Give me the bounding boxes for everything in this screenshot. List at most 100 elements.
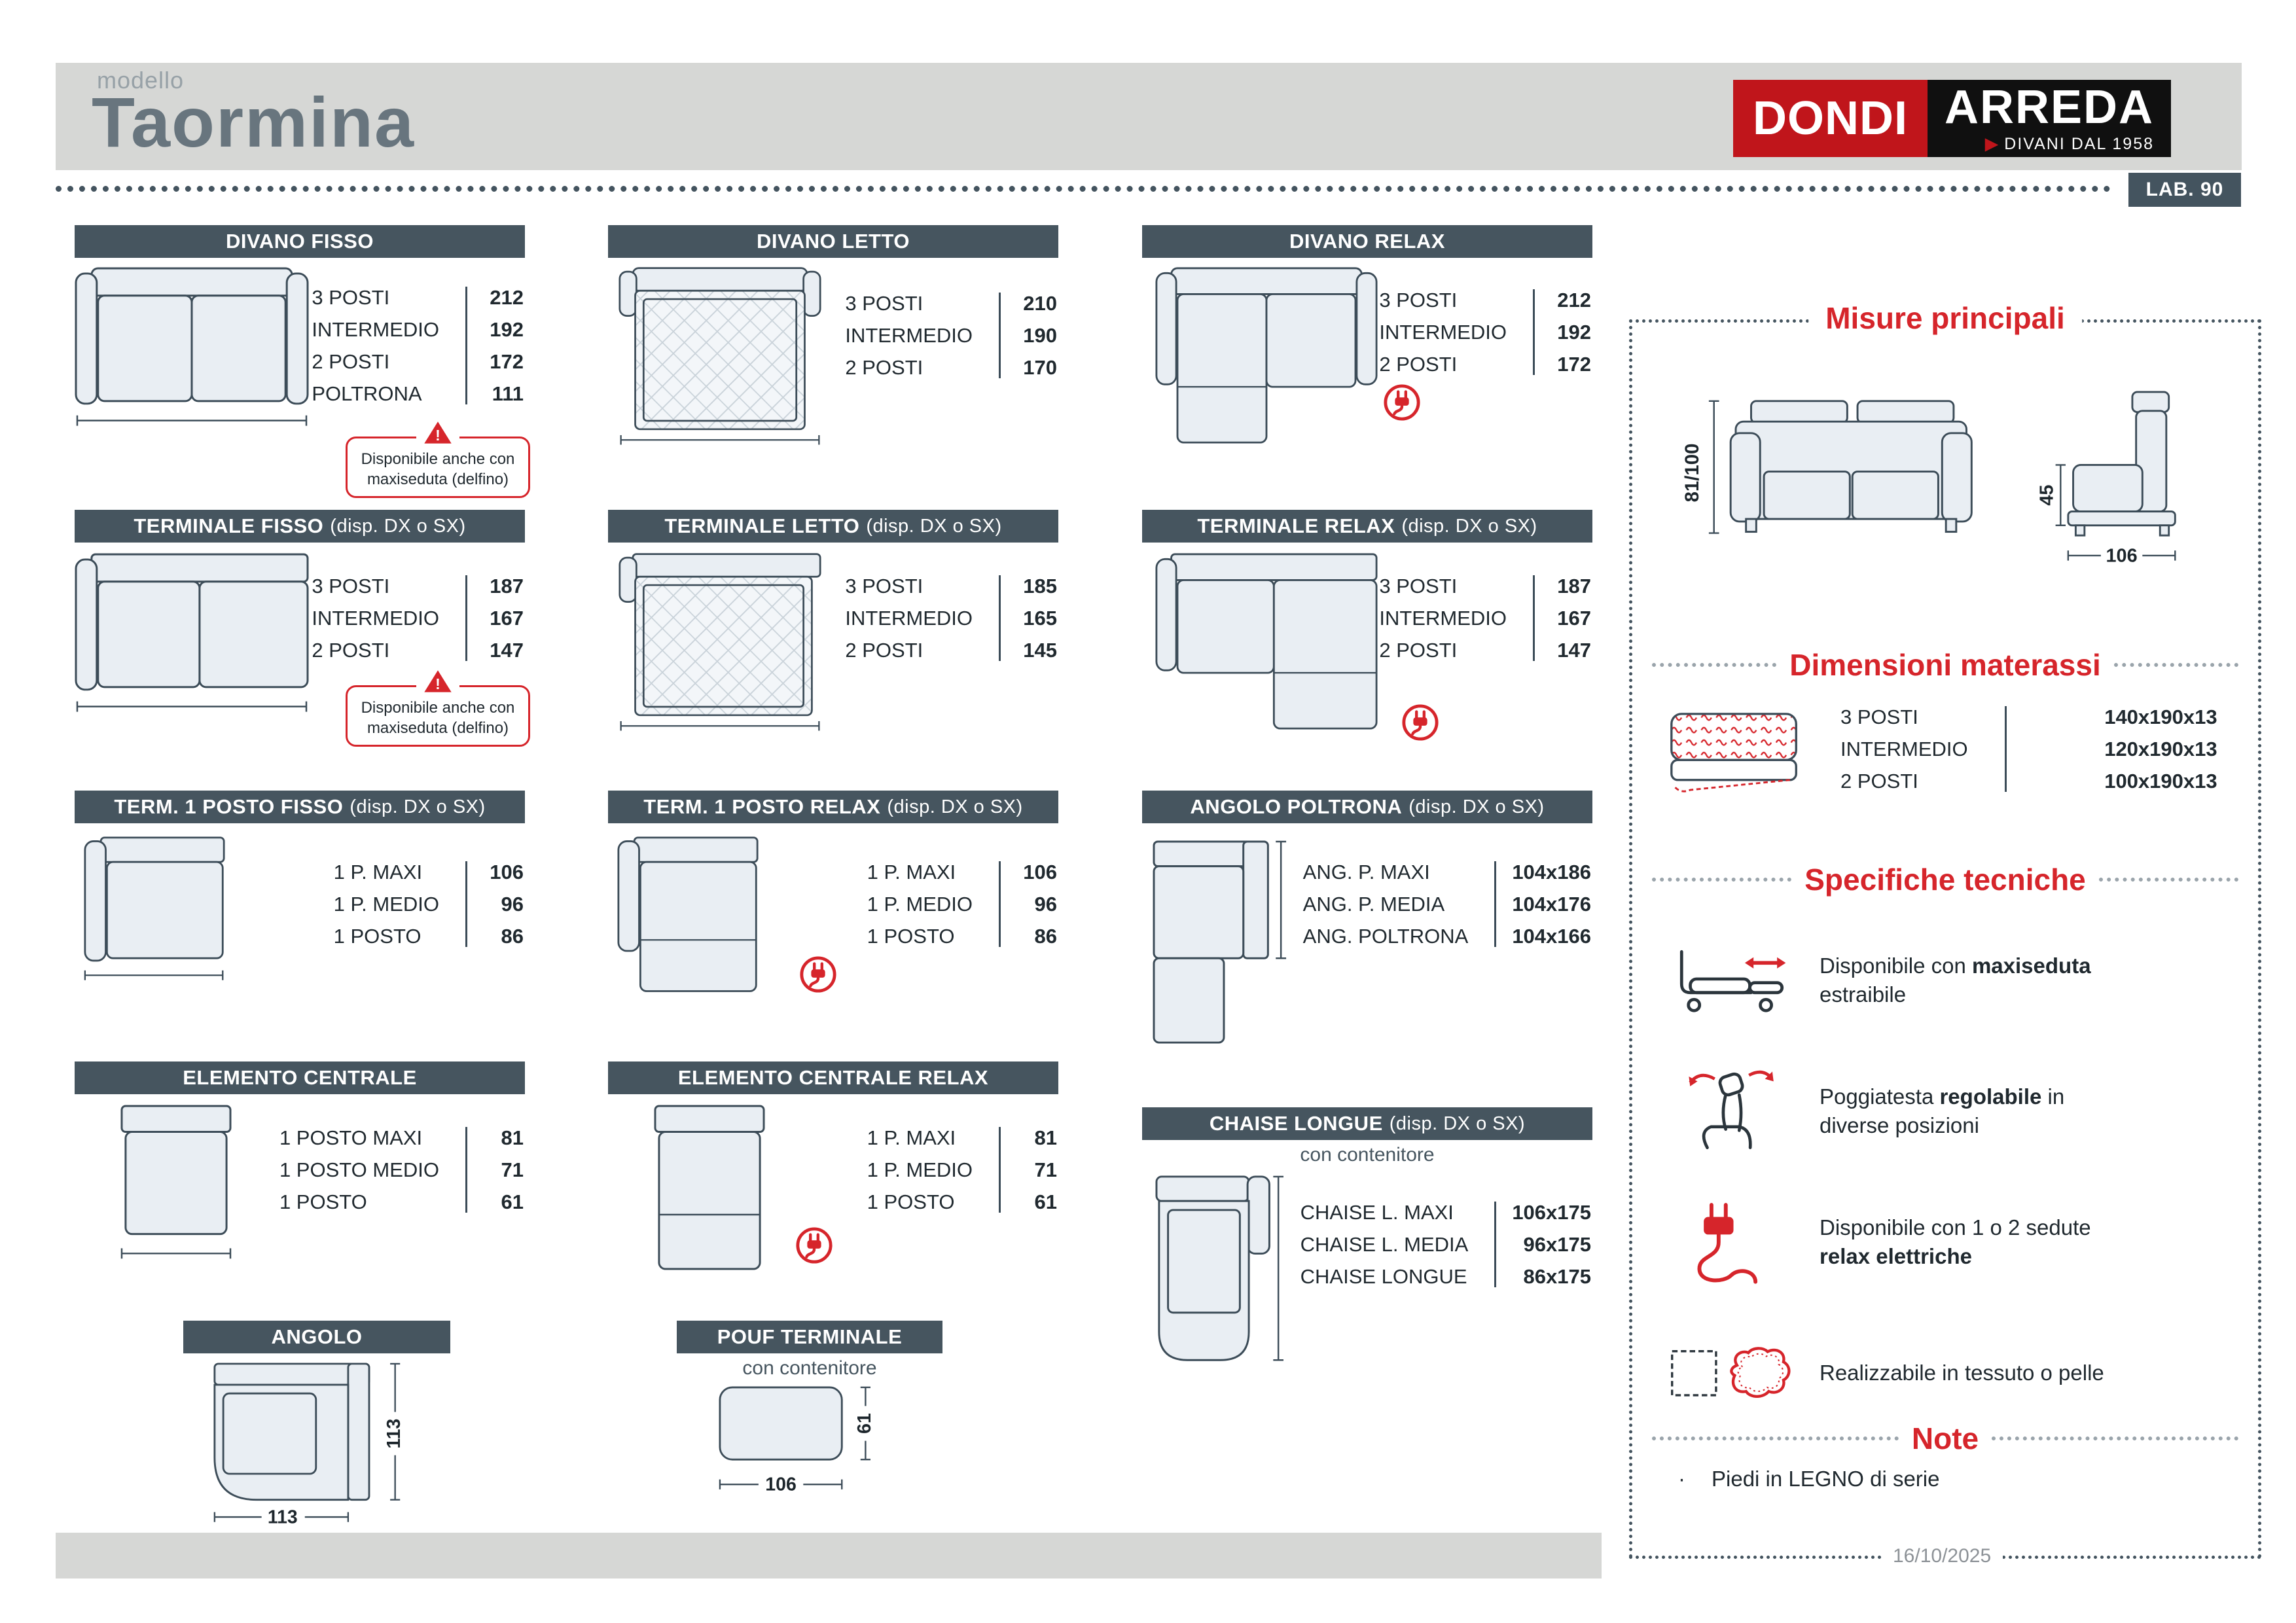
dimension-label: 3 POSTI — [312, 574, 390, 597]
dimension-value: 113 — [268, 1507, 298, 1528]
date-label: 16/10/2025 — [1881, 1545, 2003, 1567]
section-title: DIVANO RELAX — [1289, 230, 1445, 253]
value-divider — [465, 575, 467, 661]
value-divider — [1533, 575, 1535, 661]
dimension-label: 3 POSTI — [845, 291, 924, 315]
section-angolo: ANGOLO 113 113 — [183, 1321, 450, 1528]
page-title: Taormina — [92, 82, 416, 162]
section-title: CHAISE LONGUE — [1209, 1112, 1383, 1135]
dotted-leader — [1652, 1436, 1899, 1440]
terminal-relax-diagram — [1155, 553, 1378, 730]
section-angolo-poltrona: ANGOLO POLTRONA(disp. DX o SX) ANG. P. M… — [1142, 791, 1592, 1044]
dotted-separator — [56, 186, 2111, 192]
dimension-value: 172 — [1557, 352, 1591, 376]
dimension-label: INTERMEDIO — [1379, 606, 1507, 630]
dimension-value: 106 — [765, 1474, 797, 1495]
dimension-label: INTERMEDIO — [1379, 320, 1507, 344]
arrow-icon: ▶ — [1985, 135, 2000, 153]
section-header: POUF TERMINALE — [677, 1321, 942, 1353]
section-title: TERMINALE FISSO — [134, 514, 324, 537]
section-header: TERMINALE RELAX(disp. DX o SX) — [1142, 510, 1592, 543]
value-divider — [465, 287, 467, 404]
electric-plug-icon — [800, 956, 836, 993]
maxiseduta-icon — [1666, 931, 1797, 1029]
section-header: ELEMENTO CENTRALE RELAX — [608, 1061, 1058, 1094]
value-divider — [2004, 706, 2007, 792]
section-title: TERMINALE RELAX — [1197, 514, 1395, 537]
sofa-top-view-diagram — [75, 267, 309, 426]
sofa-front-view: 81/100 — [1681, 400, 1973, 534]
section-title: ELEMENTO CENTRALE RELAX — [677, 1066, 989, 1089]
dimension-table: 3 POSTI INTERMEDIO 2 POSTI 187 167 147 — [312, 570, 524, 666]
section-chaise-longue: CHAISE LONGUE(disp. DX o SX) con conteni… — [1142, 1107, 1592, 1361]
section-title: ANGOLO — [271, 1325, 363, 1348]
dimension-label: 2 POSTI — [845, 638, 924, 662]
dimension-label: 2 POSTI — [1840, 769, 1918, 793]
dimension-value: 96 — [1034, 892, 1057, 916]
section-title: ELEMENTO CENTRALE — [183, 1066, 417, 1089]
terminal-bed-diagram — [619, 553, 821, 731]
dimension-value: 113 — [384, 1419, 404, 1449]
lab-badge: LAB. 90 — [2128, 173, 2241, 207]
section-subtitle: con contenitore — [1300, 1144, 1435, 1166]
dimension-label: 2 POSTI — [845, 355, 924, 379]
section-title: TERMINALE LETTO — [664, 514, 860, 537]
dimension-value: 104x186 — [1512, 860, 1591, 883]
spec-item-relax: Disponibile con 1 o 2 sedute relax elett… — [1666, 1193, 2238, 1291]
dimension-table: 1 P. MAXI 1 P. MEDIO 1 POSTO 106 96 86 — [867, 856, 1057, 952]
pouf-diagram: 61 106 — [719, 1386, 875, 1495]
dimension-value: 172 — [490, 349, 524, 373]
sofa-bed-diagram — [619, 267, 821, 445]
dimension-value: 147 — [490, 638, 524, 662]
dimension-label: 3 POSTI — [1379, 574, 1458, 597]
dimension-value: 120x190x13 — [2104, 737, 2217, 760]
section-header: TERM. 1 POSTO RELAX(disp. DX o SX) — [608, 791, 1058, 823]
dimension-value: 111 — [492, 382, 524, 405]
section-title: TERM. 1 POSTO FISSO — [114, 795, 344, 818]
dimension-table: 3 POSTI INTERMEDIO 2 POSTI 212 192 172 — [1379, 284, 1591, 380]
panel-title-row: Specifiche tecniche — [1652, 862, 2238, 897]
panel-title-row: Note — [1652, 1421, 2239, 1456]
spec-text: Disponibile con maxiseduta estraibile — [1820, 954, 2091, 1007]
single-terminal-diagram — [84, 836, 225, 980]
relax-sofa-diagram — [1155, 267, 1378, 444]
dimension-label: 1 P. MAXI — [867, 860, 956, 883]
dimension-label: INTERMEDIO — [845, 323, 973, 347]
value-divider — [999, 861, 1001, 947]
maxiseduta-warning: ! Disponibile anche con maxiseduta (delf… — [346, 669, 530, 747]
dimension-value: 86 — [501, 924, 524, 948]
section-header: ELEMENTO CENTRALE — [75, 1061, 525, 1094]
dimension-value: 104x176 — [1512, 892, 1591, 916]
chaise-longue-diagram — [1155, 1175, 1283, 1361]
dimension-label: 1 POSTO MAXI — [279, 1126, 423, 1149]
dimension-value: 45 — [2037, 485, 2058, 506]
dimension-label: 2 POSTI — [1379, 352, 1458, 376]
dimension-value: 147 — [1557, 638, 1591, 662]
panel-title-specifiche: Specifiche tecniche — [1804, 863, 2086, 897]
section-terminale-letto: TERMINALE LETTO(disp. DX o SX) 3 POSTI I… — [608, 510, 1058, 731]
dimension-value: 106x175 — [1512, 1200, 1591, 1224]
value-divider — [465, 861, 467, 947]
section-title: DIVANO LETTO — [757, 230, 910, 253]
logo-arreda: ARREDA — [1945, 81, 2155, 134]
section-header: DIVANO LETTO — [608, 225, 1058, 258]
dotted-leader — [1992, 1436, 2239, 1440]
section-pouf: POUF TERMINALE con contenitore 61 106 — [677, 1321, 942, 1495]
dimension-label: ANG. P. MAXI — [1302, 860, 1430, 883]
dimension-label: 1 P. MEDIO — [867, 1158, 973, 1181]
terminal-sofa-diagram — [75, 553, 309, 712]
dimension-label: 1 POSTO — [867, 1190, 955, 1213]
section-header: TERM. 1 POSTO FISSO(disp. DX o SX) — [75, 791, 525, 823]
dimension-label: 1 P. MAXI — [867, 1126, 956, 1149]
dimension-value: 106 — [2106, 546, 2138, 567]
spec-list: Disponibile con maxiseduta estraibile — [1666, 931, 2238, 1422]
dimension-value: 71 — [1034, 1158, 1057, 1181]
dimension-table: 3 POSTI INTERMEDIO 2 POSTI 210 190 170 — [845, 287, 1057, 383]
section-title: DIVANO FISSO — [226, 230, 374, 253]
dimension-value: 96 — [501, 892, 524, 916]
logo-arreda-box: ARREDA ▶DIVANI DAL 1958 — [1928, 80, 2172, 157]
dimension-value: 190 — [1023, 323, 1057, 347]
section-suffix: (disp. DX o SX) — [1408, 796, 1545, 817]
dimension-table: 3 POSTI INTERMEDIO 2 POSTI POLTRONA 212 … — [312, 281, 524, 410]
dimension-label: 3 POSTI — [312, 285, 390, 309]
